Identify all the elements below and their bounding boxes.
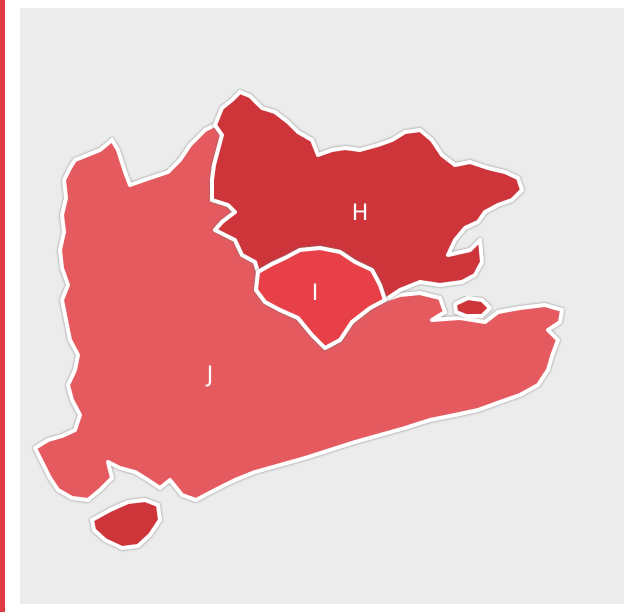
accent-bar xyxy=(0,0,5,612)
island-south-west[interactable] xyxy=(90,498,162,550)
region-i[interactable] xyxy=(254,246,387,350)
region-label-j: J xyxy=(205,363,214,388)
island-east[interactable] xyxy=(453,296,492,318)
region-label-h: H xyxy=(352,201,369,226)
region-label-i: I xyxy=(312,281,319,306)
region-h[interactable] xyxy=(210,90,524,302)
